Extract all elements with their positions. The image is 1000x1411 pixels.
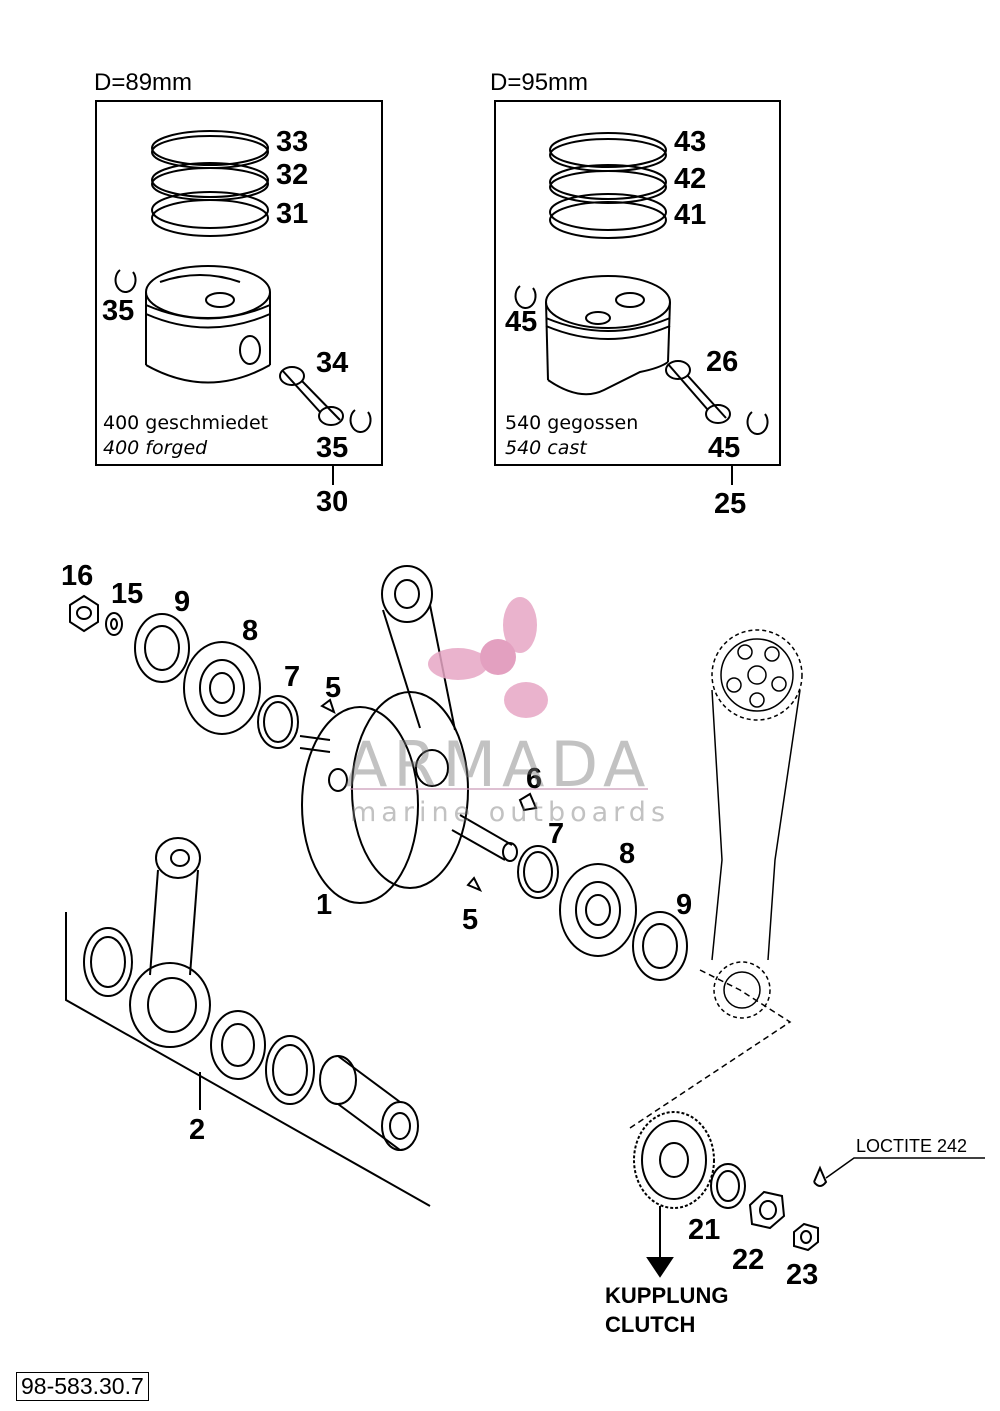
- part-label-5-top: 5: [325, 672, 342, 704]
- timing-chain: [629, 629, 803, 1129]
- part-label-31: 31: [276, 198, 309, 230]
- part-label-7-right: 7: [548, 818, 565, 850]
- part-label-16: 16: [61, 560, 94, 592]
- part-label-7-left: 7: [284, 661, 301, 693]
- part-label-2: 2: [189, 1114, 206, 1146]
- watermark-subtitle: marine outboards: [350, 797, 671, 828]
- part-label-9-left: 9: [174, 586, 191, 618]
- part-label-35: 35: [316, 432, 349, 464]
- clutch-label-en: CLUTCH: [605, 1312, 696, 1337]
- document-number: 98-583.30.7: [16, 1372, 149, 1401]
- loctite-note: LOCTITE 242: [856, 1136, 968, 1156]
- piston-95-caption-de: 540 gegossen: [505, 412, 639, 434]
- part-label-21: 21: [688, 1214, 721, 1246]
- part-label-5-bottom: 5: [462, 904, 479, 936]
- assembly-label-25: 25: [714, 488, 747, 520]
- part-label-1: 1: [316, 889, 333, 921]
- part-label-8-left: 8: [242, 615, 259, 647]
- conrod-kit: [65, 837, 431, 1207]
- clutch-label-de: KUPPLUNG: [605, 1283, 729, 1308]
- part-label-15: 15: [111, 578, 144, 610]
- piston-diameter-95-label: D=95mm: [490, 69, 589, 96]
- piston-diameter-89-label: D=89mm: [94, 69, 193, 96]
- watermark-title: ARMADA: [345, 728, 652, 801]
- part-label-45-circlip: 45: [505, 306, 538, 338]
- assembly-label-30: 30: [316, 486, 349, 518]
- gear-group: [633, 1111, 985, 1278]
- piston-95-caption-en: 540 cast: [505, 437, 587, 459]
- part-label-35-circlip: 35: [102, 295, 135, 327]
- part-label-33: 33: [276, 126, 309, 158]
- part-label-34: 34: [316, 347, 349, 379]
- part-label-45: 45: [708, 432, 741, 464]
- part-label-43: 43: [674, 126, 707, 158]
- part-label-41: 41: [674, 199, 707, 231]
- part-label-26: 26: [706, 346, 739, 378]
- piston-kit-box-95: [494, 100, 781, 485]
- part-label-8-right: 8: [619, 838, 636, 870]
- piston-89-caption-de: 400 geschmiedet: [103, 412, 269, 434]
- piston-89-caption-en: 400 forged: [103, 437, 208, 459]
- watermark-logo: [428, 597, 548, 718]
- part-label-32: 32: [276, 159, 309, 191]
- piston-kit-box-89: [95, 100, 383, 485]
- part-label-42: 42: [674, 163, 707, 195]
- part-label-22: 22: [732, 1244, 765, 1276]
- part-label-6: 6: [526, 763, 543, 795]
- part-label-9-right: 9: [676, 889, 693, 921]
- part-label-23: 23: [786, 1259, 819, 1291]
